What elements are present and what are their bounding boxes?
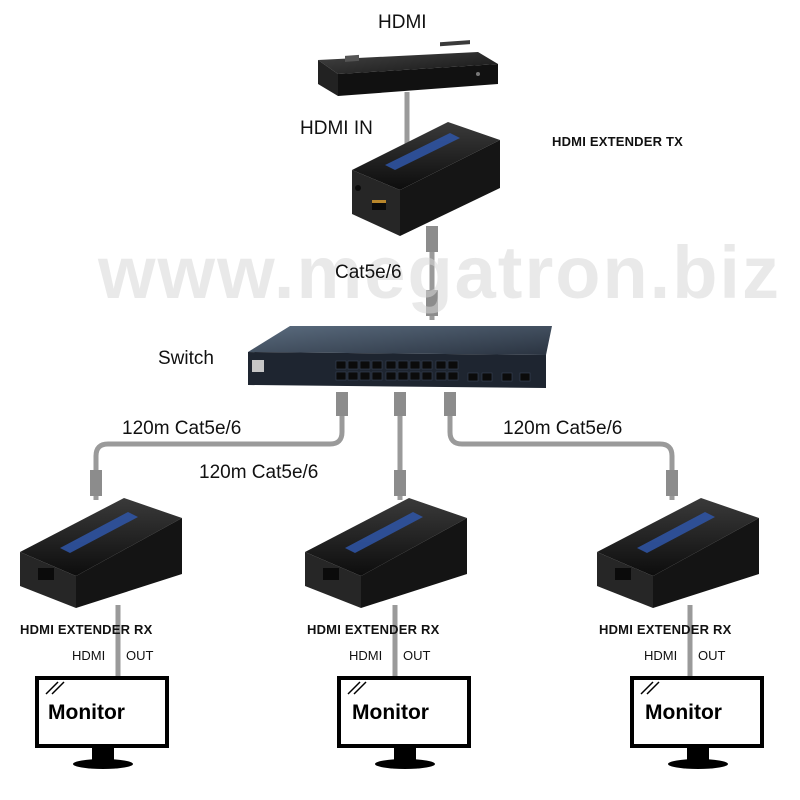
rx-title: HDMI EXTENDER RX (20, 622, 153, 637)
rj45-connector-icon (394, 392, 406, 416)
rx-hdmi-label: HDMI (644, 648, 678, 663)
switch-ports (335, 360, 531, 382)
rj45-connector-icon (426, 290, 438, 316)
rx-out-label: OUT (698, 648, 726, 663)
watermark-text: www.megatron.biz (98, 231, 781, 314)
monitor-icon (35, 676, 169, 769)
uplink-cable (426, 226, 438, 320)
rx-title: HDMI EXTENDER RX (599, 622, 732, 637)
extender-tx-device (352, 122, 500, 236)
rj45-connector-icon (444, 392, 456, 416)
rj45-connector-icon (426, 226, 438, 252)
cable-right-label: 120m Cat5e/6 (503, 418, 623, 439)
uplink-cable-label: Cat5e/6 (335, 262, 402, 283)
hdmi-source-device (318, 40, 498, 96)
network-switch-device (248, 326, 552, 388)
rj45-connector-icon (336, 392, 348, 416)
cable-middle-label: 120m Cat5e/6 (199, 462, 319, 483)
extender-rx-device-2 (305, 498, 467, 608)
rx-rj45-port (38, 568, 54, 580)
tx-title: HDMI EXTENDER TX (552, 134, 684, 149)
rx-rj45-port (323, 568, 339, 580)
rx-out-label: OUT (126, 648, 154, 663)
rx-hdmi-label: HDMI (72, 648, 106, 663)
monitor-icon (630, 676, 764, 769)
rx-rj45-port (615, 568, 631, 580)
monitor-label: Monitor (352, 701, 429, 724)
monitor-label: Monitor (48, 701, 125, 724)
source-hdmi-label: HDMI (378, 12, 427, 33)
hdmi-out-cables (115, 605, 693, 680)
rj45-connector-icon (90, 470, 102, 496)
monitor-label: Monitor (645, 701, 722, 724)
branch-connectors (90, 392, 678, 496)
tx-hdmi-port (372, 200, 386, 210)
rx-out-label: OUT (403, 648, 431, 663)
extender-rx-device-3 (597, 498, 759, 608)
cable-left-label: 120m Cat5e/6 (122, 418, 242, 439)
hdmi-in-label: HDMI IN (300, 118, 373, 139)
monitor-icon (337, 676, 471, 769)
rj45-connector-icon (394, 470, 406, 496)
rx-hdmi-label: HDMI (349, 648, 383, 663)
rx-title: HDMI EXTENDER RX (307, 622, 440, 637)
branch-cables (93, 396, 675, 500)
extender-rx-device-1 (20, 498, 182, 608)
switch-label: Switch (158, 348, 214, 369)
rj45-connector-icon (666, 470, 678, 496)
